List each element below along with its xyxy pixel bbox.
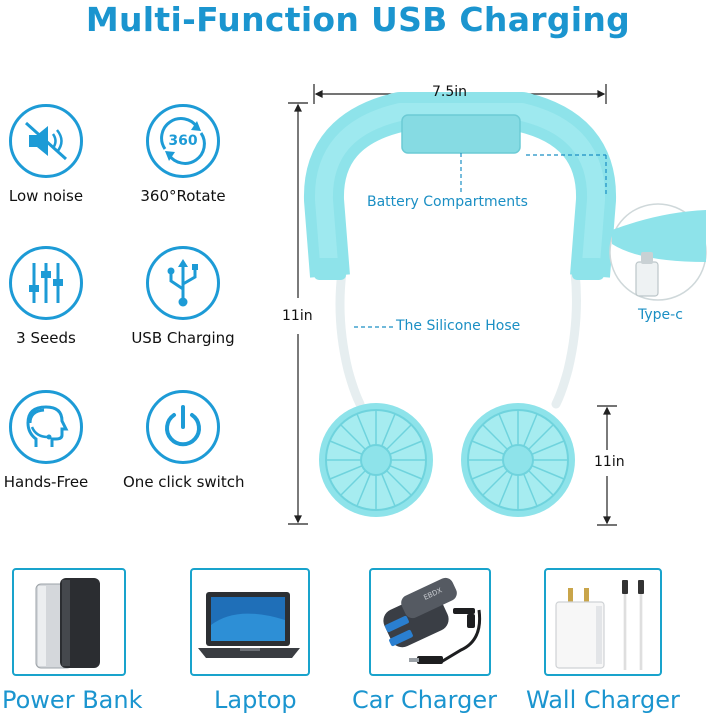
accessory-label: Car Charger bbox=[352, 686, 497, 714]
sliders-icon bbox=[9, 246, 83, 320]
accessory-label: Power Bank bbox=[2, 686, 143, 714]
feature-label: 360°Rotate bbox=[140, 187, 226, 205]
hose-label: The Silicone Hose bbox=[396, 318, 521, 334]
feature-label: Low noise bbox=[8, 187, 84, 205]
right-fan bbox=[461, 403, 575, 517]
neck-fan-illustration bbox=[288, 84, 707, 526]
fan-height-dimension: 11in bbox=[594, 454, 625, 470]
feature-hands-free: Hands-Free bbox=[0, 390, 106, 491]
feature-label: Hands-Free bbox=[3, 473, 89, 491]
feature-power: One click switch bbox=[123, 390, 245, 491]
feature-label: 3 Seeds bbox=[16, 329, 76, 347]
car-charger-card: EBDX bbox=[369, 568, 491, 676]
power-bank-icon bbox=[35, 578, 100, 669]
wall-charger-card bbox=[544, 568, 662, 676]
feature-label: USB Charging bbox=[131, 329, 235, 347]
feature-rotate: 360 360°Rotate bbox=[123, 104, 243, 205]
rotate-360-icon: 360 bbox=[146, 104, 220, 178]
laptop-icon bbox=[198, 592, 300, 658]
feature-speeds: 3 Seeds bbox=[0, 246, 106, 347]
height-dimension: 11in bbox=[282, 308, 313, 324]
page-title: Multi-Function USB Charging bbox=[85, 0, 631, 39]
width-dimension: 7.5in bbox=[432, 84, 468, 100]
port-label: Type-c bbox=[638, 307, 683, 323]
headset-person-icon bbox=[9, 390, 83, 464]
feature-low-noise: Low noise bbox=[0, 104, 106, 205]
accessory-label: Laptop bbox=[214, 686, 297, 714]
feature-usb: USB Charging bbox=[123, 246, 243, 347]
left-fan bbox=[319, 403, 433, 517]
car-charger-icon: EBDX bbox=[383, 577, 482, 664]
accessory-label: Wall Charger bbox=[526, 686, 680, 714]
rotate-badge: 360 bbox=[168, 133, 197, 149]
laptop-card bbox=[190, 568, 310, 676]
battery-label: Battery Compartments bbox=[367, 194, 528, 210]
wall-charger-icon bbox=[555, 580, 644, 670]
feature-label: One click switch bbox=[123, 473, 245, 491]
power-bank-card bbox=[12, 568, 126, 676]
speaker-mute-icon bbox=[9, 104, 83, 178]
power-icon bbox=[146, 390, 220, 464]
usb-icon bbox=[146, 246, 220, 320]
